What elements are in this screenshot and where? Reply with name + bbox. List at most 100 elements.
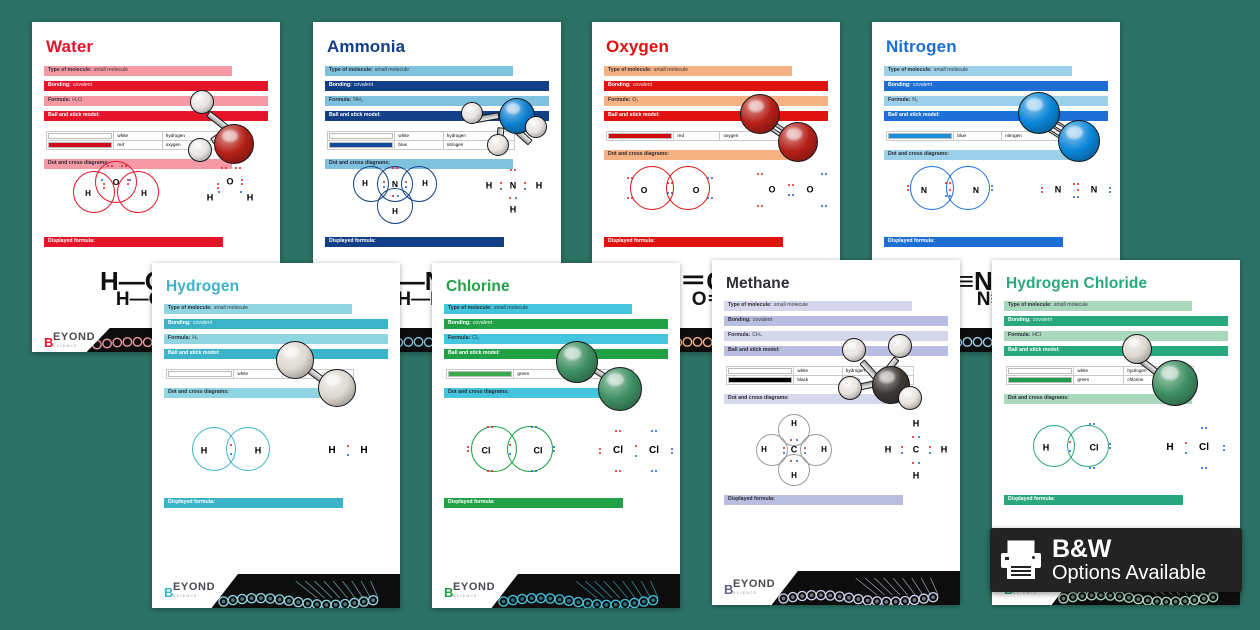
- electron-shell: [226, 427, 270, 471]
- colour-swatch: [1008, 368, 1073, 374]
- type-of-molecule-bar-key: Type of molecule:: [448, 305, 492, 312]
- type-of-molecule-bar-value: small molecule: [933, 67, 969, 74]
- atom-sphere: [318, 369, 356, 407]
- electron-dot: [789, 438, 793, 442]
- atom-label: O: [692, 184, 700, 195]
- displayed-formula-bar-key: Displayed formula:: [888, 238, 935, 245]
- formula-bar-key: Formula:: [888, 97, 911, 104]
- bonding-bar-value: covalent: [72, 82, 93, 89]
- electron-dot: [124, 164, 128, 168]
- electron-dot: [102, 182, 106, 186]
- electron-cross: [666, 191, 670, 195]
- electron-cross: [990, 184, 994, 188]
- electron-dot: [120, 164, 124, 168]
- electron-cross: [239, 190, 243, 194]
- atom-label: H: [85, 189, 91, 198]
- electron-cross: [1092, 466, 1096, 470]
- displayed-formula-bar-key: Displayed formula:: [329, 238, 376, 245]
- atom-label: Cl: [613, 445, 623, 456]
- ball-and-stick-model: [552, 335, 662, 445]
- formula-bar: Formula:HCl: [1004, 331, 1228, 341]
- atom-sphere: [461, 102, 483, 124]
- formula-bar-key: Formula:: [448, 335, 471, 342]
- electron-dot: [948, 181, 952, 185]
- electron-dot: [391, 194, 395, 198]
- type-of-molecule-bar: Type of molecule:small molecule: [44, 66, 233, 76]
- beyond-logo-name: EYOND: [173, 581, 216, 594]
- displayed-formula-bar-key: Displayed formula:: [448, 499, 495, 506]
- atom-sphere: [1018, 92, 1060, 134]
- displayed-formula-bar: Displayed formula:: [1004, 495, 1183, 505]
- electron-dot: [1076, 188, 1080, 192]
- atom-label: H: [362, 179, 368, 188]
- electron-dot: [513, 168, 517, 172]
- electron-dot: [486, 469, 490, 473]
- electron-cross: [820, 172, 824, 176]
- electron-dot: [756, 172, 760, 176]
- electron-cross: [1076, 195, 1080, 199]
- bonding-bar-key: Bonding:: [448, 320, 471, 327]
- bonding-bar-value: covalent: [752, 317, 773, 324]
- formula-bar: Formula:CH₄: [724, 331, 948, 341]
- electron-cross: [499, 187, 503, 191]
- dot-and-cross-bar-key: Dot and cross diagrams:: [1008, 395, 1069, 402]
- atom-label: O: [768, 184, 776, 195]
- electron-dot: [1068, 440, 1072, 444]
- dot-and-cross-bar: Dot and cross diagrams:: [164, 388, 353, 398]
- electron-cross: [654, 469, 658, 473]
- electron-cross: [229, 452, 233, 456]
- electron-dot: [229, 443, 233, 447]
- electron-cross: [1222, 448, 1226, 452]
- type-of-molecule-bar-value: small molecule: [1053, 302, 1089, 309]
- electron-dot: [666, 181, 670, 185]
- ball-and-stick-bar-key: Ball and stick model:: [1008, 347, 1060, 354]
- electron-dot: [760, 204, 764, 208]
- atom-label: H: [884, 444, 892, 455]
- electron-dot: [614, 469, 618, 473]
- atom-sphere: [778, 122, 818, 162]
- beyond-logo-mark: B: [44, 334, 53, 350]
- atom-label: H: [791, 471, 797, 480]
- formula-bar-value: CH₄: [752, 332, 762, 339]
- ball-and-stick-bar-key: Ball and stick model:: [48, 112, 100, 119]
- electron-dot: [1076, 182, 1080, 186]
- bonding-bar-value: covalent: [912, 82, 933, 89]
- colour-swatch: [448, 371, 513, 377]
- electron-dot: [782, 446, 786, 450]
- atom-label: O: [640, 184, 648, 195]
- bonding-bar-key: Bonding:: [728, 317, 751, 324]
- atom-label: H: [912, 418, 920, 429]
- card-title-hydrogen-chloride: Hydrogen Chloride: [1006, 275, 1148, 292]
- electron-dot: [238, 166, 242, 170]
- colour-swatch: [48, 142, 113, 148]
- electron-cross: [404, 185, 408, 189]
- electron-dot: [948, 188, 952, 192]
- electron-cross: [791, 193, 795, 197]
- displayed-formula-bar: Displayed formula:: [884, 237, 1063, 247]
- displayed-formula-bar: Displayed formula:: [164, 498, 343, 508]
- atom-sphere: [598, 367, 642, 411]
- electron-shell: [507, 426, 553, 472]
- atom-label: Cl: [1199, 442, 1209, 453]
- colour-swatch-cell: [45, 140, 115, 150]
- bonding-bar: Bonding:covalent: [884, 81, 1108, 91]
- type-of-molecule-bar: Type of molecule:small molecule: [325, 66, 514, 76]
- electron-dot: [508, 196, 512, 200]
- electron-dot: [110, 164, 114, 168]
- formula-bar-key: Formula:: [1008, 332, 1031, 339]
